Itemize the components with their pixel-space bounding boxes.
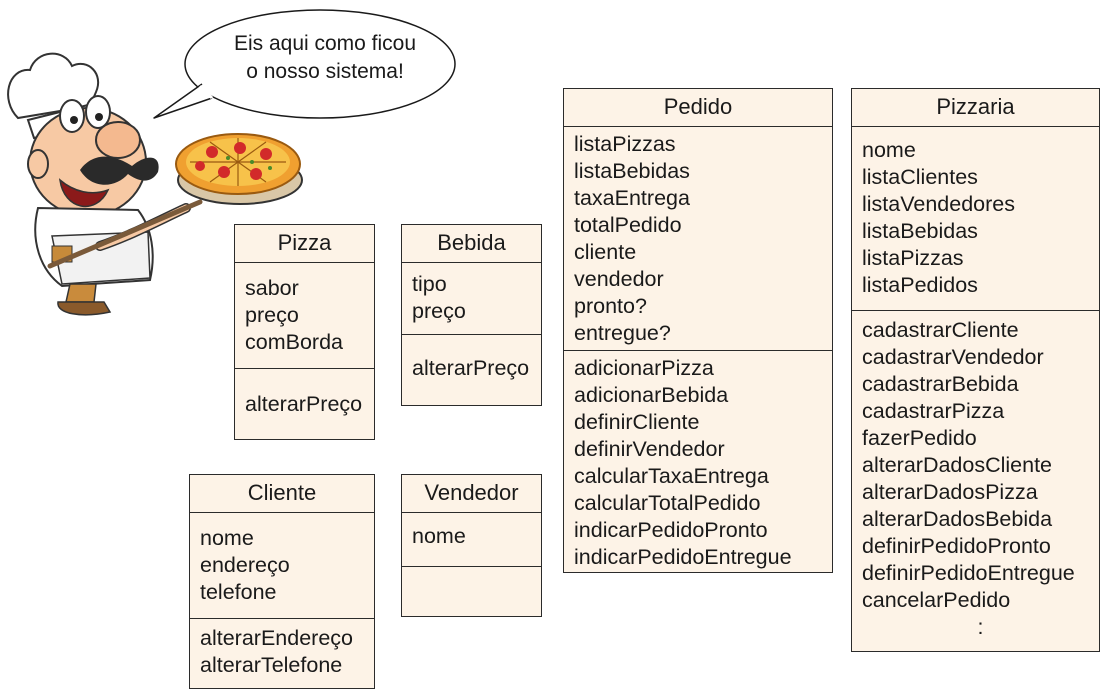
operation: adicionarPizza [574,356,714,380]
operation: indicarPedidoEntregue [574,545,792,569]
operation: cadastrarBebida [862,372,1019,396]
attribute: listaPizzas [862,246,964,270]
operation: calcularTotalPedido [574,491,761,515]
class-name: Pedido [564,89,832,127]
attribute: nome [412,524,466,548]
class-name: Pizzaria [852,89,1099,127]
class-operations: alterarPreço [402,335,541,405]
operation: cadastrarCliente [862,318,1019,342]
operation: adicionarBebida [574,383,729,407]
operation: alterarEndereço [200,626,353,650]
operation: alterarDadosBebida [862,507,1053,531]
operation: alterarDadosPizza [862,480,1038,504]
operation: cancelarPedido [862,588,1011,612]
chef-with-pizza-illustration [7,52,303,316]
class-operations: alterarPreço [235,369,374,439]
speech-text: Eis aqui como ficou o nosso sistema! [190,30,460,86]
attribute: sabor [245,276,299,300]
class-name: Cliente [190,475,374,513]
attribute: listaBebidas [574,159,690,183]
uml-class-pizzaria: Pizzaria nome listaClientes listaVendedo… [851,88,1100,652]
attribute: listaPizzas [574,132,676,156]
attribute: listaBebidas [862,219,978,243]
attribute: vendedor [574,267,664,291]
uml-class-vendedor: Vendedor nome [401,474,542,617]
operation: alterarDadosCliente [862,453,1053,477]
attribute: nome [200,526,254,550]
operation: definirVendedor [574,437,725,461]
class-operations: alterarEndereço alterarTelefone [190,619,374,688]
operation-ellipsis: : [977,615,984,639]
class-attributes: sabor preço comBorda [235,263,374,369]
attribute: endereço [200,553,290,577]
class-attributes: nome listaClientes listaVendedores lista… [852,127,1099,311]
attribute: cliente [574,240,637,264]
operation: indicarPedidoPronto [574,518,768,542]
uml-class-bebida: Bebida tipo preço alterarPreço [401,224,542,406]
class-attributes: nome [402,513,541,567]
speech-line-1: Eis aqui como ficou [233,32,417,55]
attribute: nome [862,138,916,162]
operation: definirPedidoEntregue [862,561,1075,585]
class-name: Vendedor [402,475,541,513]
class-attributes: nome endereço telefone [190,513,374,619]
class-operations: cadastrarCliente cadastrarVendedor cadas… [852,311,1099,651]
attribute: listaVendedores [862,192,1015,216]
attribute: preço [412,299,466,323]
attribute: listaPedidos [862,273,978,297]
uml-class-cliente: Cliente nome endereço telefone alterarEn… [189,474,375,689]
attribute: listaClientes [862,165,978,189]
speech-bubble [153,9,456,119]
speech-line-2: o nosso sistema! [246,60,404,83]
class-attributes: tipo preço [402,263,541,335]
class-attributes: listaPizzas listaBebidas taxaEntrega tot… [564,127,832,351]
attribute: comBorda [245,330,343,354]
class-operations [402,567,541,616]
operation: fazerPedido [862,426,977,450]
operation: definirPedidoPronto [862,534,1051,558]
class-name: Pizza [235,225,374,263]
operation: calcularTaxaEntrega [574,464,769,488]
operation: alterarPreço [245,392,363,416]
operation: cadastrarPizza [862,399,1005,423]
attribute: preço [245,303,299,327]
attribute: pronto? [574,294,647,318]
operation: cadastrarVendedor [862,345,1044,369]
attribute: telefone [200,580,277,604]
attribute: totalPedido [574,213,682,237]
attribute: entregue? [574,321,671,345]
uml-class-pizza: Pizza sabor preço comBorda alterarPreço [234,224,375,440]
attribute: tipo [412,272,447,296]
operation: definirCliente [574,410,700,434]
attribute: taxaEntrega [574,186,690,210]
operation: alterarTelefone [200,653,343,677]
class-name: Bebida [402,225,541,263]
operation: alterarPreço [412,356,530,380]
uml-class-pedido: Pedido listaPizzas listaBebidas taxaEntr… [563,88,833,573]
class-operations: adicionarPizza adicionarBebida definirCl… [564,351,832,572]
